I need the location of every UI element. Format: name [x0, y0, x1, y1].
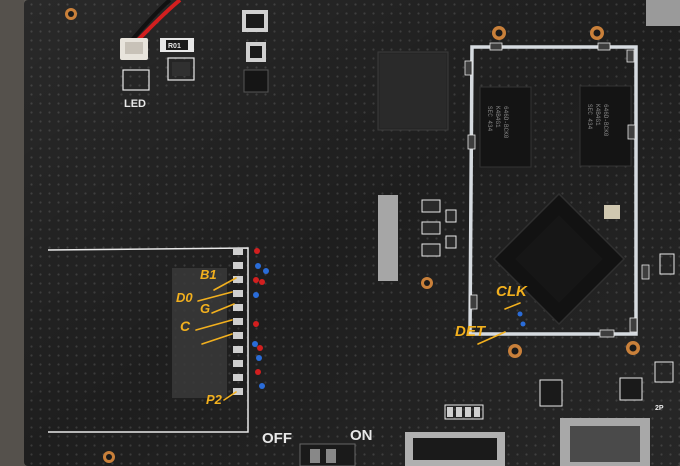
svg-text:SEC 434: SEC 434	[586, 104, 593, 130]
svg-text:K4B4G1: K4B4G1	[494, 106, 501, 128]
note-g: G	[200, 301, 210, 316]
ram-chip-1: SEC 434 K4B4G1 646D-BCK0	[479, 86, 532, 168]
pin-markers	[252, 248, 526, 389]
soc-chip	[492, 192, 626, 326]
usb-connector	[560, 418, 650, 466]
shield-pad	[378, 195, 398, 281]
diode-outline	[659, 253, 675, 275]
right-component	[654, 361, 674, 383]
bottom-row-resistors	[444, 404, 484, 420]
mini-hdmi-connector	[405, 432, 505, 466]
svg-text:R01: R01	[168, 43, 181, 50]
svg-text:SEC 434: SEC 434	[486, 106, 493, 132]
top-right-connector	[646, 0, 680, 26]
capacitor-outline	[167, 57, 195, 81]
tape-residue	[172, 268, 227, 398]
flash-chip	[377, 51, 449, 131]
off-label: OFF	[262, 430, 292, 447]
regulator-chip	[242, 10, 269, 93]
center-components	[421, 199, 457, 257]
resistor-r01: R01	[160, 38, 194, 52]
ram-chip-2: SEC 434 K4B4G1 646D-BCK0	[579, 85, 632, 167]
bottom-chip	[539, 379, 563, 407]
led-outline	[122, 69, 150, 91]
note-p2: P2	[206, 392, 223, 407]
reset-button	[619, 377, 643, 401]
mounting-holes	[65, 8, 640, 463]
svg-text:646D-BCK0: 646D-BCK0	[602, 104, 609, 137]
module-outline	[468, 45, 638, 336]
crystal	[604, 205, 620, 219]
corner-label: 2P	[655, 405, 664, 412]
note-c: C	[180, 318, 191, 334]
note-b1: B1	[200, 267, 217, 282]
note-det: DET	[455, 323, 487, 340]
header-outline	[47, 247, 249, 433]
module-passives	[464, 42, 650, 338]
on-label: ON	[350, 427, 373, 444]
led-label: LED	[124, 98, 146, 110]
capacitor	[172, 62, 190, 76]
svg-text:K4B4G1: K4B4G1	[594, 104, 601, 126]
svg-text:646D-BCK0: 646D-BCK0	[502, 106, 509, 139]
note-clk: CLK	[496, 283, 528, 300]
handwritten-annotations: B1 D0 G C P2 CLK DET	[176, 267, 528, 407]
header-pins	[233, 248, 243, 395]
led-connector	[120, 0, 182, 60]
note-d0: D0	[176, 290, 193, 305]
power-switch	[299, 443, 356, 466]
